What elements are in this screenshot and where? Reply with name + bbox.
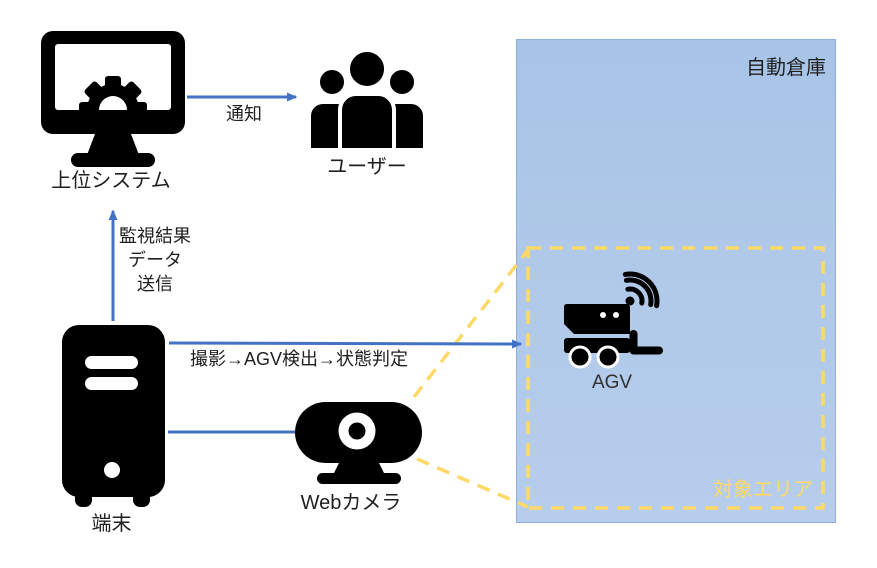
agv-label: AGV xyxy=(591,372,633,393)
upload-edge-label-line3: 送信 xyxy=(137,274,173,294)
user-group-icon xyxy=(307,48,427,148)
webcam-icon xyxy=(295,402,422,484)
host-system-label: 上位システム xyxy=(51,170,171,192)
camera-fov-line-top xyxy=(412,248,530,399)
agv-cart-wifi-icon xyxy=(564,271,663,369)
target-area-label: 対象エリア xyxy=(713,479,813,501)
upload-edge-label-line2: データ xyxy=(128,250,182,270)
monitor-gear-icon xyxy=(41,31,185,167)
terminal-label: 端末 xyxy=(91,513,132,535)
process-arrow xyxy=(168,339,523,349)
notify-edge-label: 通知 xyxy=(226,104,262,124)
users-label: ユーザー xyxy=(327,156,407,178)
webcam-label: Webカメラ xyxy=(300,492,402,514)
pc-tower-icon xyxy=(62,325,165,507)
process-edge-label: 撮影→AGV検出→状態判定 xyxy=(190,349,409,369)
upload-edge-label: 監視結果 データ 送信 xyxy=(115,224,195,296)
warehouse-label: 自動倉庫 xyxy=(746,57,826,79)
camera-fov-line-bottom xyxy=(416,457,529,509)
upload-edge-label-line1: 監視結果 xyxy=(119,226,191,246)
